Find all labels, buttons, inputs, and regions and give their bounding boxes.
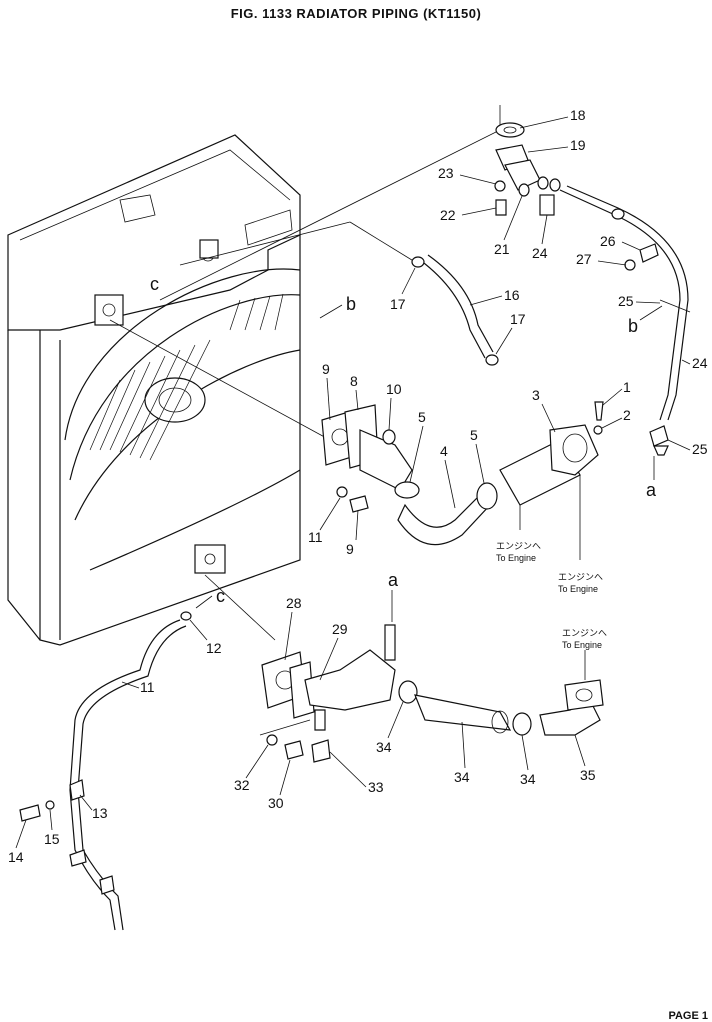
- page-footer: PAGE 1: [668, 1010, 708, 1022]
- dest-3-jp: エンジンへ: [562, 628, 607, 638]
- callout-18: 18: [570, 107, 586, 123]
- callout-1: 1: [623, 379, 631, 395]
- part-callouts: 18 19 23 22 21 24 26 27 25 24 25 17 16 1…: [8, 107, 708, 865]
- callout-29: 29: [332, 621, 348, 637]
- dest-2-en: To Engine: [558, 584, 598, 594]
- hose-33: [414, 694, 512, 731]
- letter-a-lower: a: [388, 570, 399, 590]
- callout-17-lower: 17: [510, 311, 526, 327]
- leader-lines: [109, 105, 501, 736]
- letter-b-lower: b: [628, 316, 638, 336]
- callout-20: 21: [494, 241, 510, 257]
- callout-25: 25: [618, 293, 634, 309]
- dest-2-jp: エンジンへ: [558, 572, 603, 582]
- callout-12: 12: [206, 640, 222, 656]
- radiator-assembly: [7, 134, 301, 646]
- callout-24-upper: 24: [532, 245, 548, 261]
- clamp-5-right: [476, 482, 498, 510]
- dest-1-jp: エンジンへ: [496, 541, 541, 551]
- callout-8: 9: [322, 361, 330, 377]
- elbow-hose-4: [397, 494, 491, 546]
- callout-16: 16: [504, 287, 520, 303]
- callout-5-right: 5: [470, 427, 478, 443]
- callout-5-left: 5: [418, 409, 426, 425]
- callout-6: 8: [350, 373, 358, 389]
- callout-10: 11: [308, 529, 323, 545]
- callout-15: 15: [44, 831, 60, 847]
- bolt-9: [349, 495, 369, 513]
- callout-14: 14: [8, 849, 24, 865]
- clip-24-lower: [649, 425, 669, 447]
- plug-7: [382, 429, 396, 445]
- callout-9: 9: [346, 541, 354, 557]
- callout-28: 28: [286, 595, 302, 611]
- clip-24-upper: [539, 194, 555, 216]
- clamp-34-right: [512, 712, 532, 736]
- dest-1-en: To Engine: [496, 553, 536, 563]
- callout-33: 34: [454, 769, 470, 785]
- cock-32: [311, 739, 331, 763]
- callout-2: 2: [623, 407, 631, 423]
- callout-21: 22: [440, 207, 456, 223]
- callout-11: 11: [140, 679, 155, 695]
- callout-4: 4: [440, 443, 448, 459]
- tube-11-group: [19, 611, 192, 931]
- letter-c-upper: c: [150, 274, 159, 294]
- callout-22: 23: [438, 165, 454, 181]
- callout-27: 27: [576, 251, 592, 267]
- clamp-34-left: [398, 680, 418, 704]
- washer-22: [494, 180, 506, 192]
- callout-7: 10: [386, 381, 402, 397]
- callout-17-upper: 17: [390, 296, 406, 312]
- clamp-5-left: [394, 481, 420, 499]
- destination-labels: エンジンへ To Engine エンジンへ To Engine エンジンへ To…: [496, 541, 607, 650]
- ring-20: [518, 183, 530, 197]
- lower-pipe-group: [261, 624, 604, 763]
- callout-24-lower: 25: [692, 441, 708, 457]
- dest-3-en: To Engine: [562, 640, 602, 650]
- letter-a-right: a: [646, 480, 657, 500]
- callout-26: 26: [600, 233, 616, 249]
- callout-34-left: 34: [376, 739, 392, 755]
- flange-29: [289, 661, 315, 719]
- clamp-12: [180, 611, 192, 621]
- callout-34-right: 34: [520, 771, 536, 787]
- bolt-30: [284, 740, 304, 760]
- gasket-18: [495, 122, 525, 138]
- callout-32: 33: [368, 779, 384, 795]
- washer-2: [593, 425, 603, 435]
- callout-30: 30: [268, 795, 284, 811]
- washer-31: [266, 734, 278, 746]
- callout-13: 13: [92, 805, 108, 821]
- upper-outlet-group: [494, 122, 691, 456]
- bolt-21: [495, 199, 507, 216]
- figure-title: FIG. 1133 RADIATOR PIPING (KT1150): [230, 6, 482, 21]
- callout-31: 32: [234, 777, 250, 793]
- hose-16-group: [411, 254, 499, 366]
- connection-letters: c b b a a c: [150, 274, 663, 622]
- bolt-1: [594, 401, 604, 421]
- callout-23: 24: [692, 355, 708, 371]
- middle-pipe-group: [321, 401, 604, 560]
- bolt-26: [639, 243, 659, 263]
- callout-3: 3: [532, 387, 540, 403]
- washer-15: [45, 800, 55, 810]
- callout-35: 35: [580, 767, 596, 783]
- letter-c-lower: c: [216, 586, 225, 606]
- letter-b-upper: b: [346, 294, 356, 314]
- bolt-14: [19, 804, 41, 822]
- washer-27: [624, 259, 636, 271]
- washer-10: [336, 486, 348, 498]
- callout-19: 19: [570, 137, 586, 153]
